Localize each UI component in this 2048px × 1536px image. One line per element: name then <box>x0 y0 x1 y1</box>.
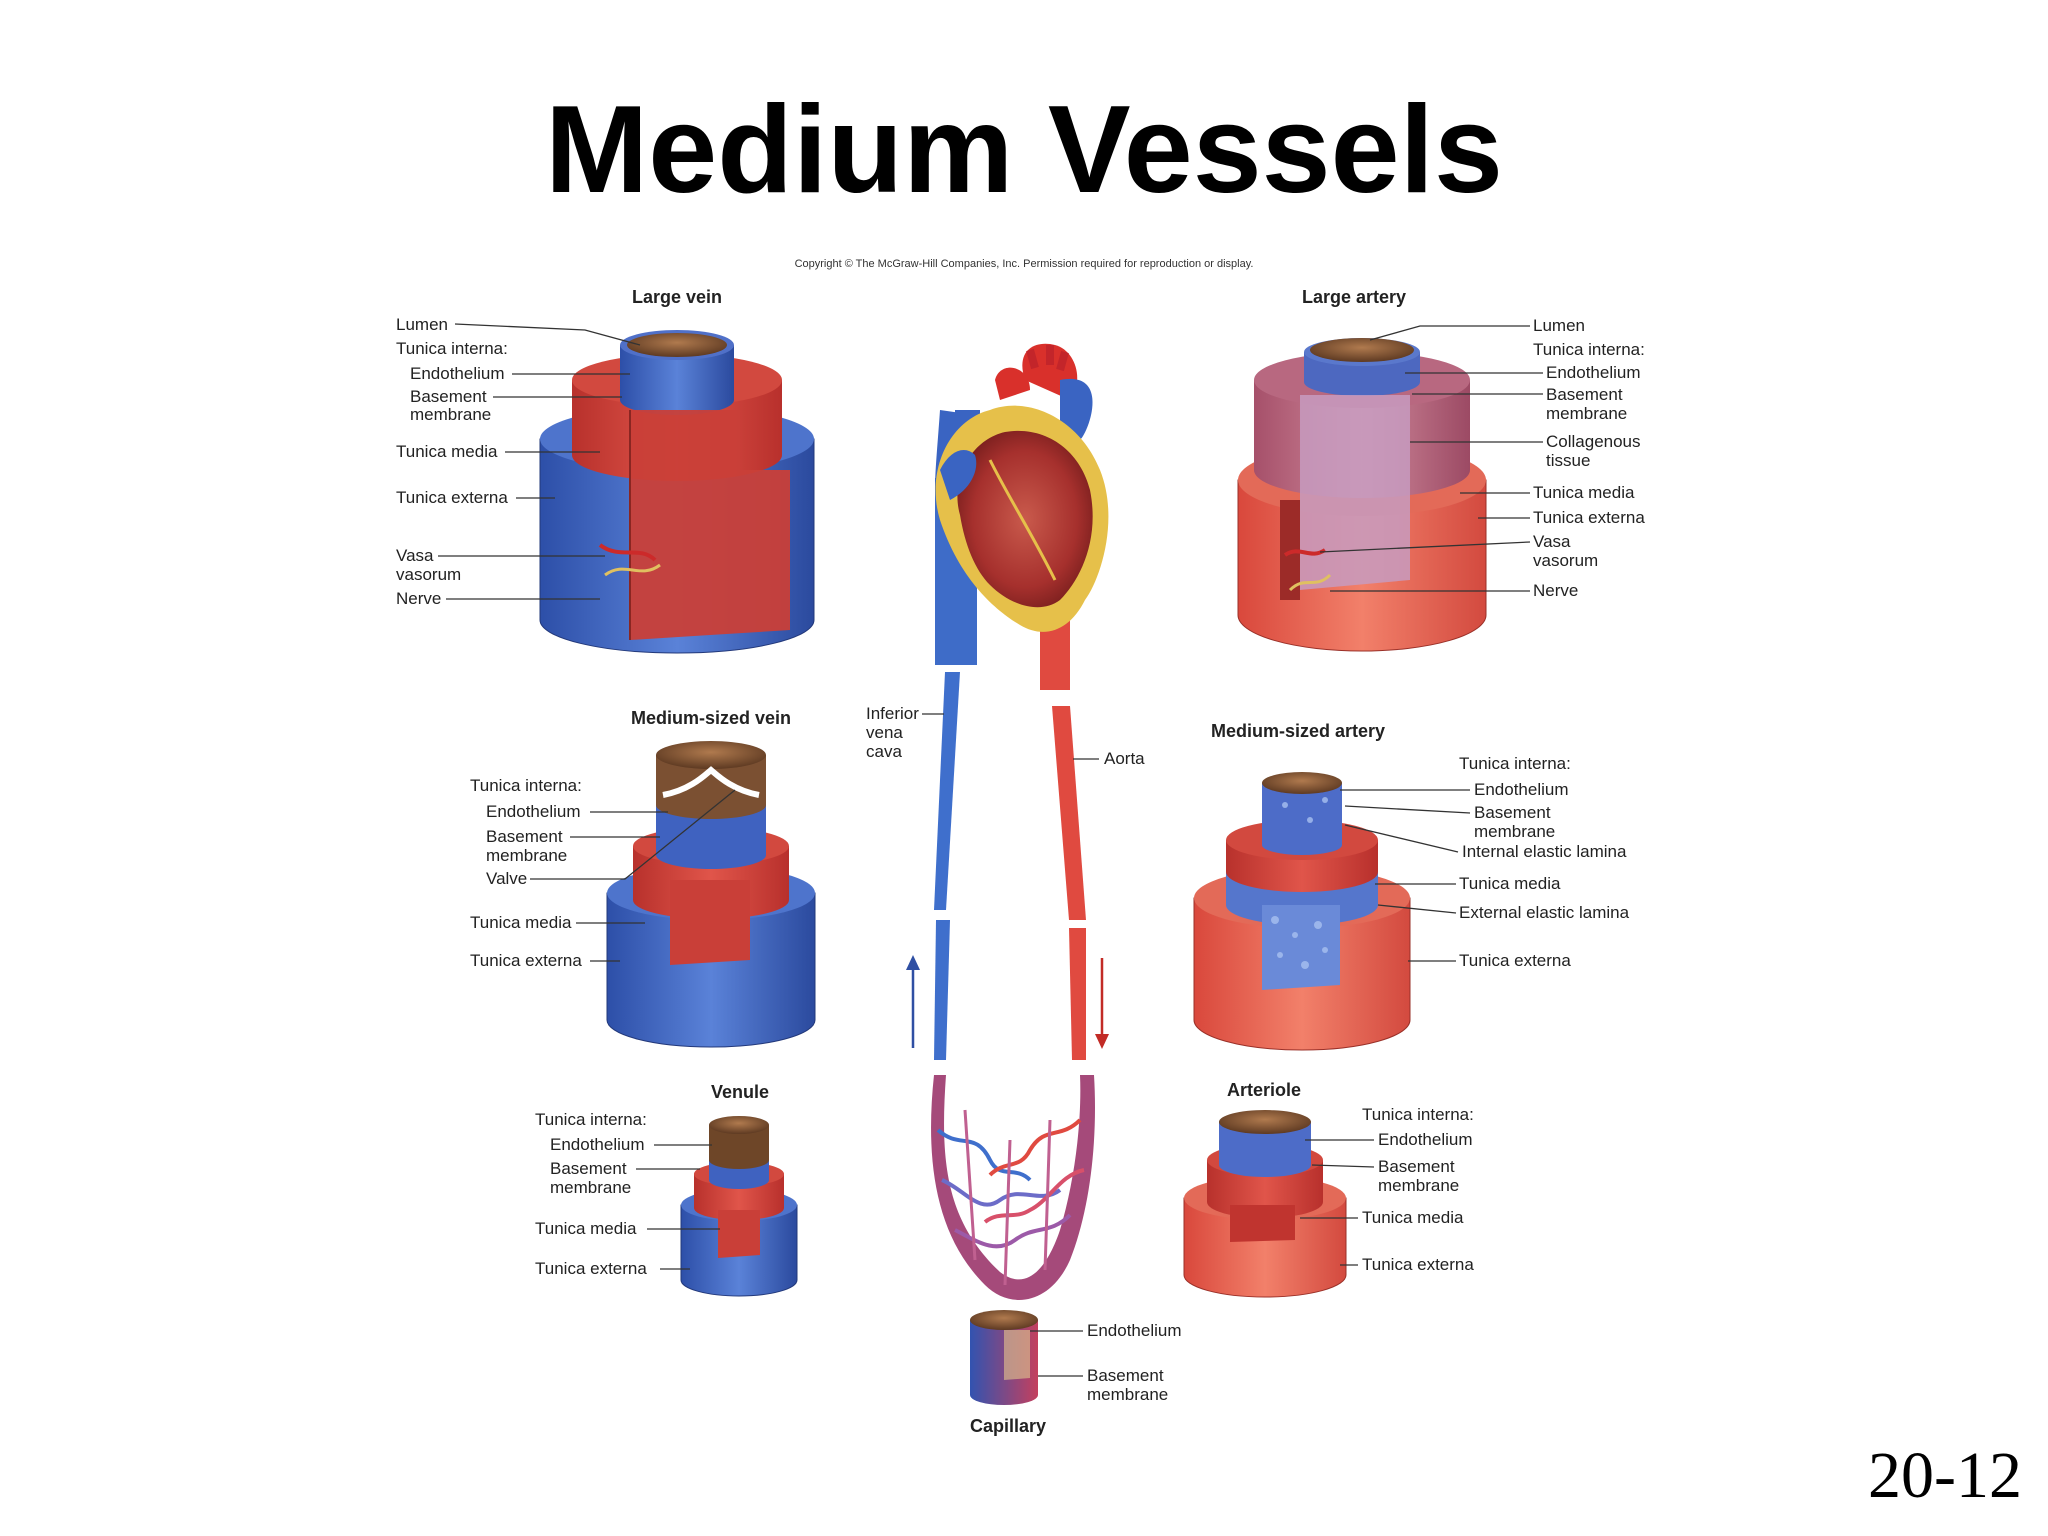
large-vein-vasa-label: Vasa <box>396 546 434 565</box>
arteriole-tunica-interna-label: Tunica interna: <box>1362 1105 1474 1124</box>
capillary-illustration <box>970 1310 1038 1405</box>
venule-membrane-label: membrane <box>550 1178 631 1197</box>
medium-vein-title: Medium-sized vein <box>631 708 791 728</box>
arteriole-title: Arteriole <box>1227 1080 1301 1100</box>
arteriole-tunica-externa-label: Tunica externa <box>1362 1255 1474 1274</box>
large-artery-basement-label: Basement <box>1546 385 1623 404</box>
large-vein-endothelium-label: Endothelium <box>410 364 505 383</box>
large-artery-vasa-label: Vasa <box>1533 532 1571 551</box>
large-artery-title: Large artery <box>1302 287 1406 307</box>
large-artery-nerve-label: Nerve <box>1533 581 1578 600</box>
medium-vein-valve-label: Valve <box>486 869 527 888</box>
medium-vein-tunica-externa-label: Tunica externa <box>470 951 582 970</box>
inferior-vena-cava-segments <box>934 672 960 1060</box>
aorta-segments <box>1052 706 1086 1060</box>
large-artery-illustration <box>1237 338 1487 652</box>
venule-endothelium-label: Endothelium <box>550 1135 645 1154</box>
medium-artery-tunica-interna-label: Tunica interna: <box>1459 754 1571 773</box>
venule-tunica-externa-label: Tunica externa <box>535 1259 647 1278</box>
venule-basement-label: Basement <box>550 1159 627 1178</box>
capillary-labels: Capillary Endothelium Basement membrane <box>970 1321 1182 1436</box>
ivc-label-line3: cava <box>866 742 902 761</box>
medium-artery-tunica-media-label: Tunica media <box>1459 874 1561 893</box>
arteriole-basement-label: Basement <box>1378 1157 1455 1176</box>
arteriole-labels: Arteriole Tunica interna: Endothelium Ba… <box>1227 1080 1474 1274</box>
large-vein-tunica-interna-label: Tunica interna: <box>396 339 508 358</box>
venule-tunica-interna-label: Tunica interna: <box>535 1110 647 1129</box>
medium-vein-illustration <box>606 741 816 1048</box>
medium-vein-membrane-label: membrane <box>486 846 567 865</box>
large-artery-labels: Large artery Lumen Tunica interna: Endot… <box>1302 287 1645 600</box>
copyright-notice: Copyright © The McGraw-Hill Companies, I… <box>794 258 1254 270</box>
slide-number: 20-12 <box>1868 1439 2022 1512</box>
medium-artery-illustration <box>1193 772 1411 1051</box>
ivc-label-line1: Inferior <box>866 704 919 723</box>
medium-artery-endothelium-label: Endothelium <box>1474 780 1569 799</box>
large-artery-tunica-externa-label: Tunica externa <box>1533 508 1645 527</box>
medium-vein-labels: Medium-sized vein Tunica interna: Endoth… <box>470 708 791 970</box>
medium-artery-membrane-label: membrane <box>1474 822 1555 841</box>
aorta-label: Aorta <box>1104 749 1145 768</box>
capillary-title: Capillary <box>970 1416 1046 1436</box>
large-vein-tunica-externa-label: Tunica externa <box>396 488 508 507</box>
heart-illustration <box>935 343 1109 690</box>
large-artery-membrane-label: membrane <box>1546 404 1627 423</box>
medium-artery-tunica-externa-label: Tunica externa <box>1459 951 1571 970</box>
large-artery-tunica-media-label: Tunica media <box>1533 483 1635 502</box>
large-vein-basement-label: Basement <box>410 387 487 406</box>
large-vein-labels: Large vein Lumen Tunica interna: Endothe… <box>396 287 722 608</box>
large-vein-membrane-label: membrane <box>410 405 491 424</box>
large-artery-vasorum-label: vasorum <box>1533 551 1598 570</box>
large-artery-endothelium-label: Endothelium <box>1546 363 1641 382</box>
medium-artery-basement-label: Basement <box>1474 803 1551 822</box>
slide-title: Medium Vessels <box>544 81 1504 219</box>
medium-vein-endothelium-label: Endothelium <box>486 802 581 821</box>
large-artery-collagenous-label: Collagenous <box>1546 432 1641 451</box>
ivc-label-line2: vena <box>866 723 903 742</box>
venule-title: Venule <box>711 1082 769 1102</box>
medium-artery-title: Medium-sized artery <box>1211 721 1385 741</box>
blood-flow-arrows <box>906 955 1109 1049</box>
large-vein-title: Large vein <box>632 287 722 307</box>
large-artery-tunica-interna-label: Tunica interna: <box>1533 340 1645 359</box>
large-vein-nerve-label: Nerve <box>396 589 441 608</box>
large-vein-vasorum-label: vasorum <box>396 565 461 584</box>
medium-artery-external-elastic-label: External elastic lamina <box>1459 903 1630 922</box>
medium-vein-tunica-interna-label: Tunica interna: <box>470 776 582 795</box>
arteriole-endothelium-label: Endothelium <box>1378 1130 1473 1149</box>
arteriole-membrane-label: membrane <box>1378 1176 1459 1195</box>
large-vein-tunica-media-label: Tunica media <box>396 442 498 461</box>
medium-artery-internal-elastic-label: Internal elastic lamina <box>1462 842 1627 861</box>
capillary-membrane-label: membrane <box>1087 1385 1168 1404</box>
center-labels: Inferior vena cava Aorta <box>866 704 1145 768</box>
large-vein-illustration <box>539 330 815 654</box>
capillary-network <box>931 1075 1095 1300</box>
venule-labels: Venule Tunica interna: Endothelium Basem… <box>535 1082 769 1278</box>
capillary-endothelium-label: Endothelium <box>1087 1321 1182 1340</box>
arteriole-illustration <box>1183 1110 1347 1298</box>
venule-illustration <box>680 1116 798 1297</box>
capillary-basement-label: Basement <box>1087 1366 1164 1385</box>
medium-artery-labels: Medium-sized artery Tunica interna: Endo… <box>1211 721 1630 970</box>
venule-tunica-media-label: Tunica media <box>535 1219 637 1238</box>
large-artery-lumen-label: Lumen <box>1533 316 1585 335</box>
medium-vein-basement-label: Basement <box>486 827 563 846</box>
arteriole-tunica-media-label: Tunica media <box>1362 1208 1464 1227</box>
large-artery-tissue-label: tissue <box>1546 451 1590 470</box>
large-vein-lumen-label: Lumen <box>396 315 448 334</box>
medium-vein-tunica-media-label: Tunica media <box>470 913 572 932</box>
